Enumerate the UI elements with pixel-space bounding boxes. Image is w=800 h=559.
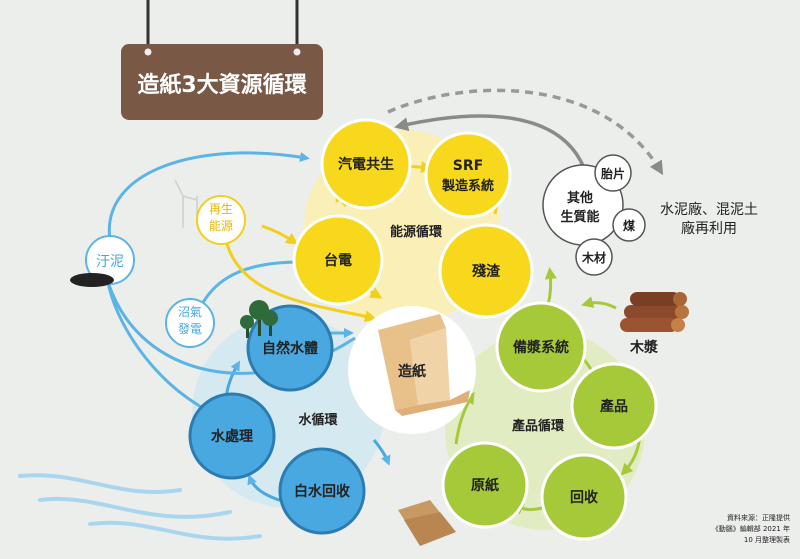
product-node-recycle: 回收 bbox=[540, 453, 628, 541]
svg-text:水處理: 水處理 bbox=[211, 428, 253, 445]
renewable-flows bbox=[224, 224, 377, 323]
source-note-line3: 10 月整理製表 bbox=[744, 535, 790, 544]
svg-text:再生: 再生 bbox=[209, 202, 233, 216]
svg-text:台電: 台電 bbox=[324, 252, 352, 269]
svg-text:發電: 發電 bbox=[178, 321, 202, 336]
wood-pulp-label: 木漿 bbox=[629, 339, 659, 356]
water-wave-icon bbox=[18, 473, 262, 541]
tree-icon bbox=[240, 300, 278, 338]
svg-text:殘渣: 殘渣 bbox=[472, 263, 501, 280]
energy-cycle-label: 能源循環 bbox=[390, 224, 443, 240]
energy-node-cogeneration: 汽電共生 bbox=[320, 118, 412, 210]
energy-node-taipower: 台電 bbox=[292, 214, 384, 306]
cardboard-pile-icon bbox=[398, 500, 456, 546]
svg-text:汙泥: 汙泥 bbox=[96, 254, 124, 270]
title: 造紙3大資源循環 bbox=[137, 72, 307, 98]
water-node-treatment: 水處理 bbox=[188, 392, 276, 480]
product-node-product: 產品 bbox=[570, 362, 658, 450]
sludge-pile-icon bbox=[70, 273, 114, 287]
title-sign: 造紙3大資源循環 bbox=[121, 0, 323, 120]
svg-text:生質能: 生質能 bbox=[560, 209, 599, 225]
wind-turbine-icon bbox=[174, 179, 198, 228]
source-note-line1: 資料來源：正隆提供 bbox=[727, 513, 790, 522]
svg-text:煤: 煤 bbox=[623, 218, 635, 233]
paper-center: 造紙 bbox=[348, 306, 476, 434]
water-node-whitewater: 白水回收 bbox=[278, 447, 366, 535]
product-cycle-label: 產品循環 bbox=[511, 418, 565, 434]
svg-text:能源: 能源 bbox=[209, 219, 233, 233]
product-node-stock-prep: 備漿系統 bbox=[495, 301, 587, 393]
product-node-raw-paper: 原紙 bbox=[441, 441, 529, 529]
wood-pulp-flow bbox=[581, 296, 617, 310]
renewable-energy-badge: 再生 能源 bbox=[196, 195, 246, 245]
svg-text:胎片: 胎片 bbox=[601, 166, 625, 181]
svg-text:其他: 其他 bbox=[567, 190, 593, 206]
svg-text:木材: 木材 bbox=[581, 250, 606, 265]
energy-node-srf: SRF 製造系統 bbox=[424, 131, 512, 219]
svg-text:回收: 回收 bbox=[570, 489, 599, 506]
source-note-line2: 《動腦》編輯部 2021 年 bbox=[712, 524, 790, 533]
cement-reuse-label-1: 水泥廠、混泥土 bbox=[660, 201, 758, 218]
svg-text:SRF: SRF bbox=[453, 158, 483, 174]
svg-text:產品: 產品 bbox=[599, 398, 628, 415]
biomass-cluster: 其他 生質能 胎片 煤 木材 bbox=[542, 154, 646, 276]
cement-reuse-label-2: 廠再利用 bbox=[681, 220, 737, 237]
energy-node-residue: 殘渣 bbox=[438, 223, 534, 319]
svg-text:備漿系統: 備漿系統 bbox=[513, 339, 569, 356]
svg-text:白水回收: 白水回收 bbox=[294, 483, 351, 500]
svg-text:製造系統: 製造系統 bbox=[441, 178, 494, 194]
svg-text:汽電共生: 汽電共生 bbox=[338, 156, 394, 173]
svg-text:沼氣: 沼氣 bbox=[178, 305, 202, 319]
wood-logs-icon bbox=[620, 292, 689, 332]
svg-text:原紙: 原紙 bbox=[471, 477, 499, 494]
center-label: 造紙 bbox=[398, 363, 426, 380]
sludge-badge: 汙泥 bbox=[85, 235, 135, 285]
biogas-power-badge: 沼氣 發電 bbox=[165, 298, 215, 348]
grey-flows bbox=[387, 88, 664, 176]
water-cycle-label: 水循環 bbox=[298, 412, 338, 428]
svg-text:自然水體: 自然水體 bbox=[262, 340, 318, 357]
